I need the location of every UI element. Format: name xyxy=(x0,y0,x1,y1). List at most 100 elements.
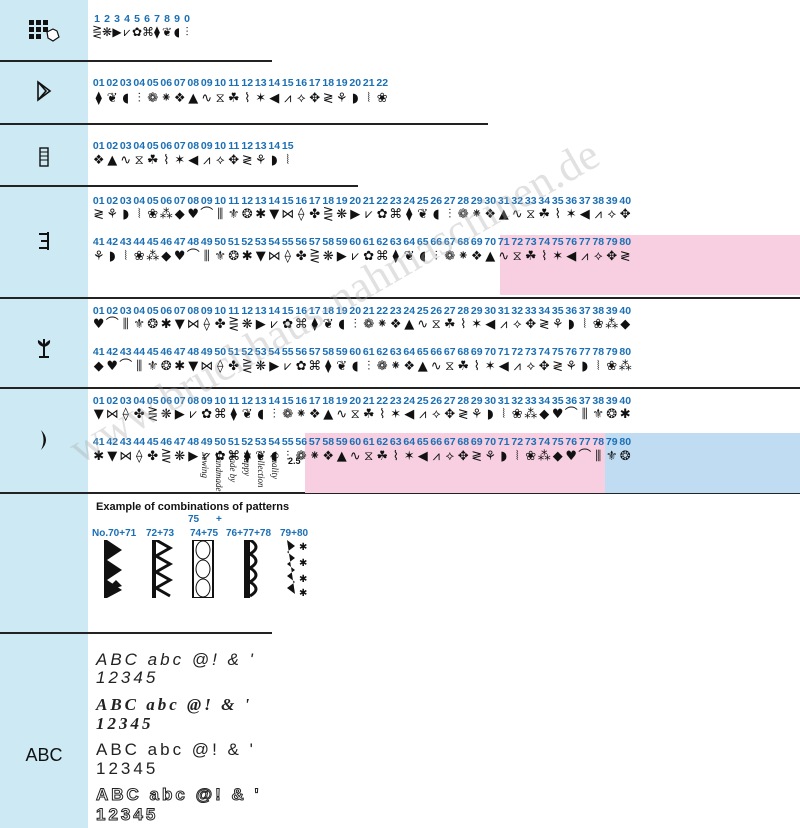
stitch-pattern-icon[interactable]: ⟡ xyxy=(215,153,225,168)
stitch-pattern-icon[interactable]: ❋ xyxy=(160,407,172,422)
stitch-pattern-icon[interactable]: ▼ xyxy=(107,449,118,464)
stitch-pattern-icon[interactable]: ⋛ xyxy=(322,207,334,222)
stitch-pattern-icon[interactable]: ✱ xyxy=(93,449,105,464)
stitch-pattern-icon[interactable]: ✿ xyxy=(201,407,213,422)
stitch-pattern-icon[interactable]: ❦ xyxy=(106,91,118,106)
stitch-pattern-icon[interactable]: ⧫ xyxy=(325,359,332,374)
stitch-pattern-icon[interactable]: ≷ xyxy=(241,153,253,168)
stitch-pattern-icon[interactable]: ⧫ xyxy=(230,407,237,422)
stitch-pattern-icon[interactable]: ◀ xyxy=(188,153,199,168)
stitch-pattern-icon[interactable]: ✤ xyxy=(147,449,159,464)
stitch-pattern-icon[interactable]: ⋛ xyxy=(147,407,159,422)
stitch-pattern-icon[interactable]: ⟠ xyxy=(298,207,305,222)
stitch-pattern-icon[interactable]: ⚜ xyxy=(592,407,605,422)
stitch-pattern-icon[interactable]: ⩗ xyxy=(189,407,197,422)
stitch-pattern-icon[interactable]: ♥ xyxy=(173,249,186,264)
stitch-pattern-icon[interactable]: ⩘ xyxy=(513,359,521,374)
stitch-pattern-icon[interactable]: ⌘ xyxy=(389,207,403,222)
stitch-pattern-icon[interactable]: ❖ xyxy=(484,207,497,222)
stitch-pattern-icon[interactable]: ❂ xyxy=(160,359,172,374)
stitch-pattern-icon[interactable]: ◗ xyxy=(500,449,508,464)
font-icon[interactable]: ABC xyxy=(25,744,63,765)
stitch-pattern-icon[interactable]: ❖ xyxy=(173,91,186,106)
script-word-pattern[interactable]: Quality xyxy=(270,452,280,479)
stitch-pattern-icon[interactable]: ❋ xyxy=(255,359,267,374)
stitch-pattern-icon[interactable]: ⦚ xyxy=(515,449,519,464)
stitch-pattern-icon[interactable]: ⩗ xyxy=(203,449,211,464)
stitch-pattern-icon[interactable]: ▲ xyxy=(404,317,415,332)
stitch-pattern-icon[interactable]: ✶ xyxy=(255,91,267,106)
stitch-pattern-icon[interactable]: ◆ xyxy=(93,359,104,374)
stitch-pattern-icon[interactable]: ⁕ xyxy=(390,359,402,374)
stitch-pattern-icon[interactable]: ⫶ xyxy=(353,317,357,332)
stitch-pattern-icon[interactable]: ▼ xyxy=(269,207,280,222)
stitch-pattern-icon[interactable]: ✥ xyxy=(309,91,321,106)
stitch-pattern-icon[interactable]: ✤ xyxy=(295,249,307,264)
stitch-pattern-icon[interactable]: ▼ xyxy=(93,407,104,422)
stitch-pattern-icon[interactable]: ⋈ xyxy=(105,407,119,422)
stitch-pattern-icon[interactable]: ◖ xyxy=(270,449,278,464)
stitch-pattern-icon[interactable]: ▲ xyxy=(485,249,496,264)
stitch-pattern-icon[interactable]: ✿ xyxy=(282,317,294,332)
stitch-pattern-icon[interactable]: ⋛ xyxy=(228,317,240,332)
stitch-pattern-icon[interactable]: ⌇ xyxy=(473,359,480,374)
stitch-pattern-icon[interactable]: ∿ xyxy=(349,449,361,464)
stitch-pattern-icon[interactable]: ♥ xyxy=(187,207,200,222)
stitch-pattern-icon[interactable]: ◆ xyxy=(620,317,631,332)
stitch-pattern-icon[interactable]: ⋈ xyxy=(186,317,200,332)
stitch-pattern-icon[interactable]: ✥ xyxy=(525,317,537,332)
stitch-pattern-icon[interactable]: ☘ xyxy=(538,207,551,222)
stitch-pattern-icon[interactable]: ✱ xyxy=(174,359,186,374)
stitch-pattern-icon[interactable]: ≷ xyxy=(322,91,334,106)
stitch-pattern-icon[interactable]: ≷ xyxy=(538,317,550,332)
stitch-pattern-icon[interactable]: ⌇ xyxy=(541,249,548,264)
stitch-pattern-icon[interactable]: ⩗ xyxy=(123,25,131,39)
stitch-pattern-icon[interactable]: ⫼ xyxy=(122,317,129,332)
stitch-pattern-icon[interactable]: ∿ xyxy=(417,317,429,332)
stitch-pattern-icon[interactable]: ✶ xyxy=(403,449,415,464)
stitch-pattern-icon[interactable]: ✥ xyxy=(457,449,469,464)
stitch-pattern-icon[interactable]: ≷ xyxy=(471,449,483,464)
stitch-pattern-icon[interactable]: ❦ xyxy=(417,207,429,222)
stitch-pattern-icon[interactable]: ◀ xyxy=(498,359,509,374)
stitch-pattern-icon[interactable]: ❦ xyxy=(336,359,348,374)
stitch-pattern-icon[interactable]: ⌇ xyxy=(460,317,467,332)
stitch-pattern-icon[interactable]: ⁕ xyxy=(457,249,469,264)
stitch-pattern-icon[interactable]: ❀ xyxy=(511,407,523,422)
stitch-pattern-icon[interactable]: ⌇ xyxy=(379,407,386,422)
stitch-pattern-icon[interactable]: ⌒ xyxy=(200,207,214,222)
stitch-pattern-icon[interactable]: ⚘ xyxy=(106,207,119,222)
stitch-pattern-icon[interactable]: ◗ xyxy=(581,359,589,374)
stitch-pattern-icon[interactable]: ⚜ xyxy=(214,249,227,264)
stitch-pattern-icon[interactable]: ◗ xyxy=(567,317,575,332)
stitch-pattern-icon[interactable]: ⁂ xyxy=(618,359,632,374)
stitch-pattern-icon[interactable]: ❁ xyxy=(147,91,159,106)
stitch-pattern-icon[interactable]: ☘ xyxy=(457,359,470,374)
stitch-pattern-icon[interactable]: ▲ xyxy=(417,359,428,374)
stitch-pattern-icon[interactable]: ⩘ xyxy=(419,407,427,422)
stitch-pattern-icon[interactable]: ⧖ xyxy=(134,153,144,168)
stitch-pattern-icon[interactable]: ⋈ xyxy=(119,449,133,464)
stitch-pattern-icon[interactable]: ⟠ xyxy=(284,249,291,264)
stitch-pattern-icon[interactable]: ⧫ xyxy=(95,91,102,106)
stitch-pattern-icon[interactable]: ❀ xyxy=(525,449,537,464)
stitch-pattern-icon[interactable]: ⩘ xyxy=(284,91,292,106)
stitch-pattern-icon[interactable]: ❀ xyxy=(133,249,145,264)
stitch-pattern-icon[interactable]: ⟡ xyxy=(593,249,603,264)
stitch-pattern-icon[interactable]: ⩘ xyxy=(594,207,602,222)
stitch-pattern-icon[interactable]: ▼ xyxy=(188,359,199,374)
stitch-pattern-icon[interactable]: ⌇ xyxy=(392,449,399,464)
stitch-pattern-icon[interactable]: ◆ xyxy=(539,407,550,422)
stitch-pattern-icon[interactable]: ❀ xyxy=(147,207,159,222)
script-word-pattern[interactable]: Handmade xyxy=(214,452,224,492)
stitch-pattern-icon[interactable]: ✿ xyxy=(376,207,388,222)
stitch-pattern-icon[interactable]: ⦚ xyxy=(367,91,371,106)
stitch-pattern-icon[interactable]: ⌘ xyxy=(375,249,389,264)
stitch-pattern-icon[interactable]: ✤ xyxy=(214,317,226,332)
script-word-pattern[interactable]: collection xyxy=(256,452,266,488)
stitch-pattern-icon[interactable]: ❁ xyxy=(295,449,307,464)
stitch-pattern-icon[interactable]: ∿ xyxy=(336,407,348,422)
stitch-pattern-icon[interactable]: ⩘ xyxy=(500,317,508,332)
stitch-pattern-icon[interactable]: ☘ xyxy=(146,153,159,168)
script-word-pattern[interactable]: Happy xyxy=(242,452,252,476)
